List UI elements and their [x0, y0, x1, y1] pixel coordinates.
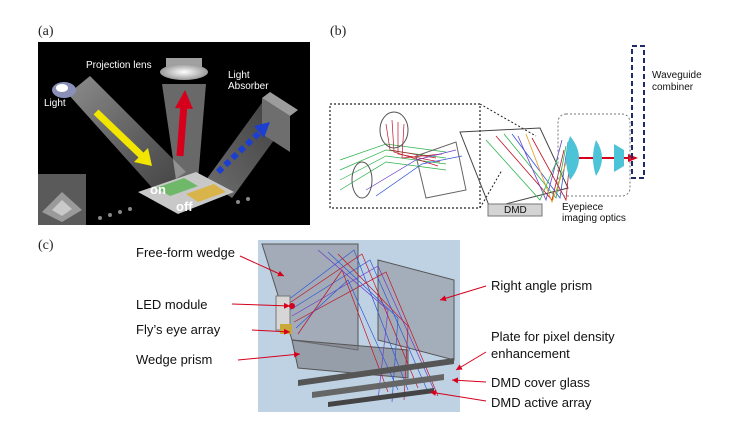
mirror-on [156, 178, 198, 196]
dmd-chip [138, 172, 234, 214]
flys-eye-part [280, 324, 292, 334]
dmd-box [487, 203, 543, 217]
label-on: on [150, 182, 166, 197]
inset-ray-fan [339, 119, 463, 197]
pixel-density-plate [298, 358, 454, 386]
pointer-pixel-density-plate [455, 351, 487, 371]
inset-prism [415, 141, 467, 199]
label-light-absorber: Light Absorber [228, 70, 269, 92]
eyepiece-lens-2 [593, 140, 602, 176]
panel-c-label: (c) [38, 238, 54, 253]
panel-b-illustration [329, 45, 645, 217]
prism-body [459, 127, 569, 209]
dmd-cover-glass-plate [312, 374, 444, 398]
led-emitter [289, 303, 295, 309]
label-free-form-wedge: Free-form wedge [136, 245, 235, 260]
label-dmd-active-array: DMD active array [491, 395, 592, 410]
label-off: off [176, 199, 193, 214]
panel-b-figure: Waveguide combiner DMD Eyepiece imaging … [326, 40, 730, 230]
panel-c-figure [258, 240, 460, 412]
inset-lens-top [379, 111, 409, 149]
label-waveguide-combiner: Waveguide combiner [652, 70, 702, 93]
panel-b-label: (b) [330, 24, 347, 39]
mirror-off [186, 184, 226, 202]
label-projection-lens: Projection lens [86, 60, 152, 71]
label-light: Light [44, 98, 66, 109]
incident-beam [68, 76, 186, 192]
label-right-angle-prism: Right angle prism [491, 278, 593, 293]
eyepiece-lens-3 [614, 144, 624, 172]
eyepiece-lens-1 [566, 136, 579, 180]
chip-pins [98, 197, 250, 220]
label-dmd-cover-glass: DMD cover glass [491, 375, 590, 390]
magnified-inset-box [329, 103, 481, 209]
label-wedge-prism: Wedge prism [136, 352, 213, 367]
panel-a-label: (a) [38, 24, 54, 39]
label-flys-eye-array: Fly’s eye array [136, 322, 221, 337]
panel-c-illustration [261, 243, 455, 407]
projection-lens-element [160, 64, 208, 80]
dmd-active-array-plate [328, 388, 434, 407]
label-dmd: DMD [504, 205, 527, 216]
eyepiece-box [557, 113, 631, 197]
inset-lens-left [351, 161, 373, 199]
main-ray-bundle [485, 133, 571, 204]
label-led-module: LED module [136, 297, 208, 312]
panel-a-figure: Projection lens Light Light Absorber on … [38, 42, 310, 225]
panel-a-illustration [38, 58, 298, 225]
label-eyepiece-imaging-optics: Eyepiece imaging optics [562, 202, 626, 224]
red-arrow [176, 103, 188, 157]
label-plate-pixel-density: Plate for pixel density enhancement [491, 329, 615, 361]
yellow-arrow [93, 109, 145, 159]
projection-lens-barrel [166, 58, 202, 68]
